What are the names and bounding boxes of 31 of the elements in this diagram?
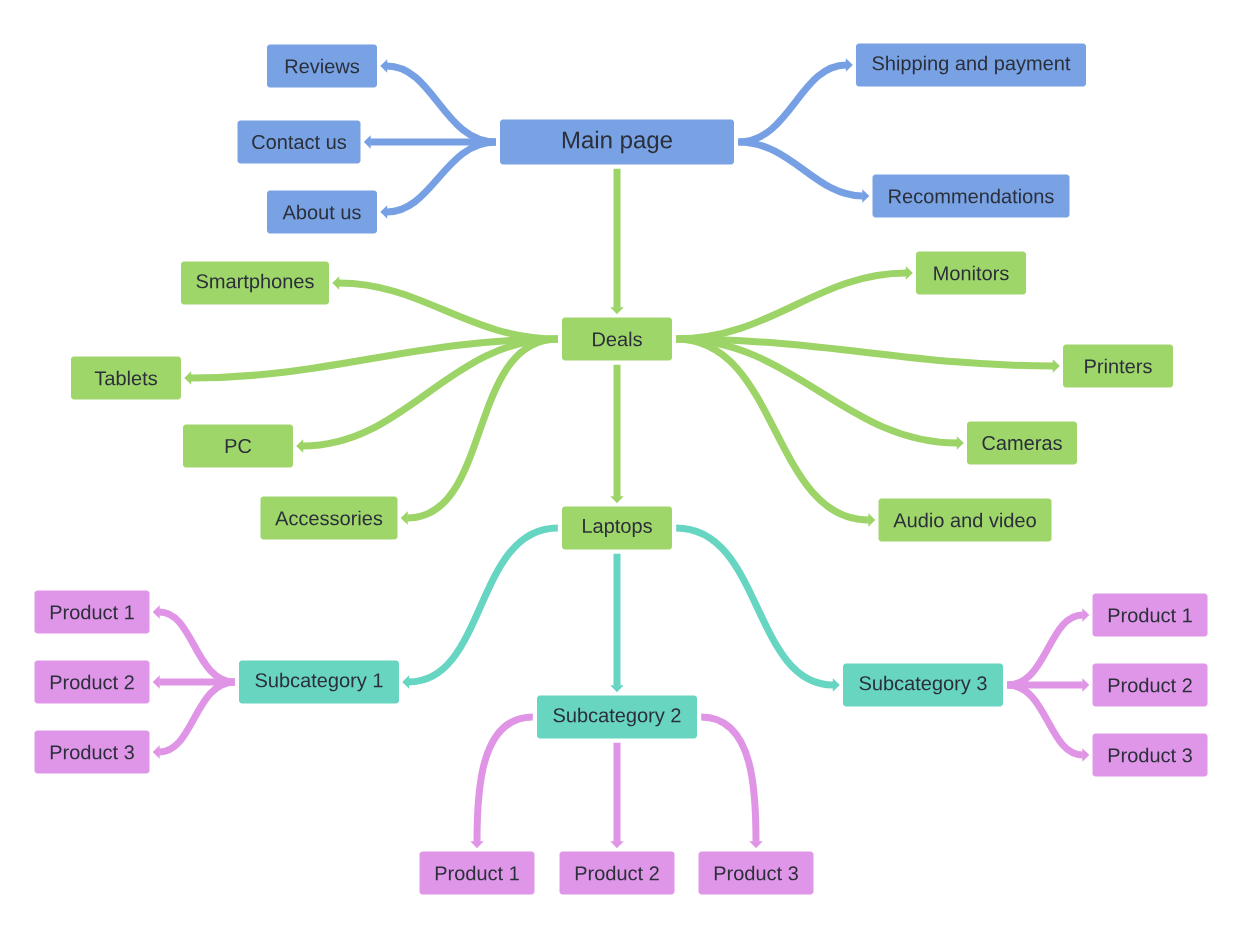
topic-box: PC: [183, 424, 293, 468]
topic-box: Product 2: [559, 851, 675, 895]
topic-box: Product 2: [1092, 663, 1208, 707]
topic-box: Product 2: [34, 660, 150, 704]
arrow: [402, 524, 559, 689]
topic-box: Main page: [500, 119, 734, 165]
topic-box: Product 3: [34, 730, 150, 774]
topic-box: Subcategory 1: [239, 660, 399, 704]
topic-box: Contact us: [237, 120, 361, 164]
arrow: [380, 138, 497, 219]
topic-box: Shipping and payment: [856, 43, 1086, 87]
topic-box: Product 1: [1092, 593, 1208, 637]
topic-box: Printers: [1063, 344, 1173, 388]
topic-box: Smartphones: [181, 261, 329, 305]
topic-box: Subcategory 2: [537, 695, 697, 739]
topic-box: Product 3: [1092, 733, 1208, 777]
topic-box: About us: [267, 190, 377, 234]
topic-box: Deals: [562, 317, 672, 361]
topic-box: Audio and video: [878, 498, 1052, 542]
topic-box: Subcategory 3: [843, 663, 1003, 707]
topic-box: Tablets: [71, 356, 181, 400]
topic-box: Reviews: [267, 44, 377, 88]
topic-box: Laptops: [562, 506, 672, 550]
arrow: [296, 335, 559, 453]
topic-box: Accessories: [260, 496, 398, 540]
topic-box: Product 1: [34, 590, 150, 634]
topic-box: Product 1: [419, 851, 535, 895]
topic-box: Recommendations: [872, 174, 1070, 218]
topic-box: Monitors: [916, 251, 1026, 295]
topic-box: Cameras: [967, 421, 1077, 465]
topic-box: Product 3: [698, 851, 814, 895]
